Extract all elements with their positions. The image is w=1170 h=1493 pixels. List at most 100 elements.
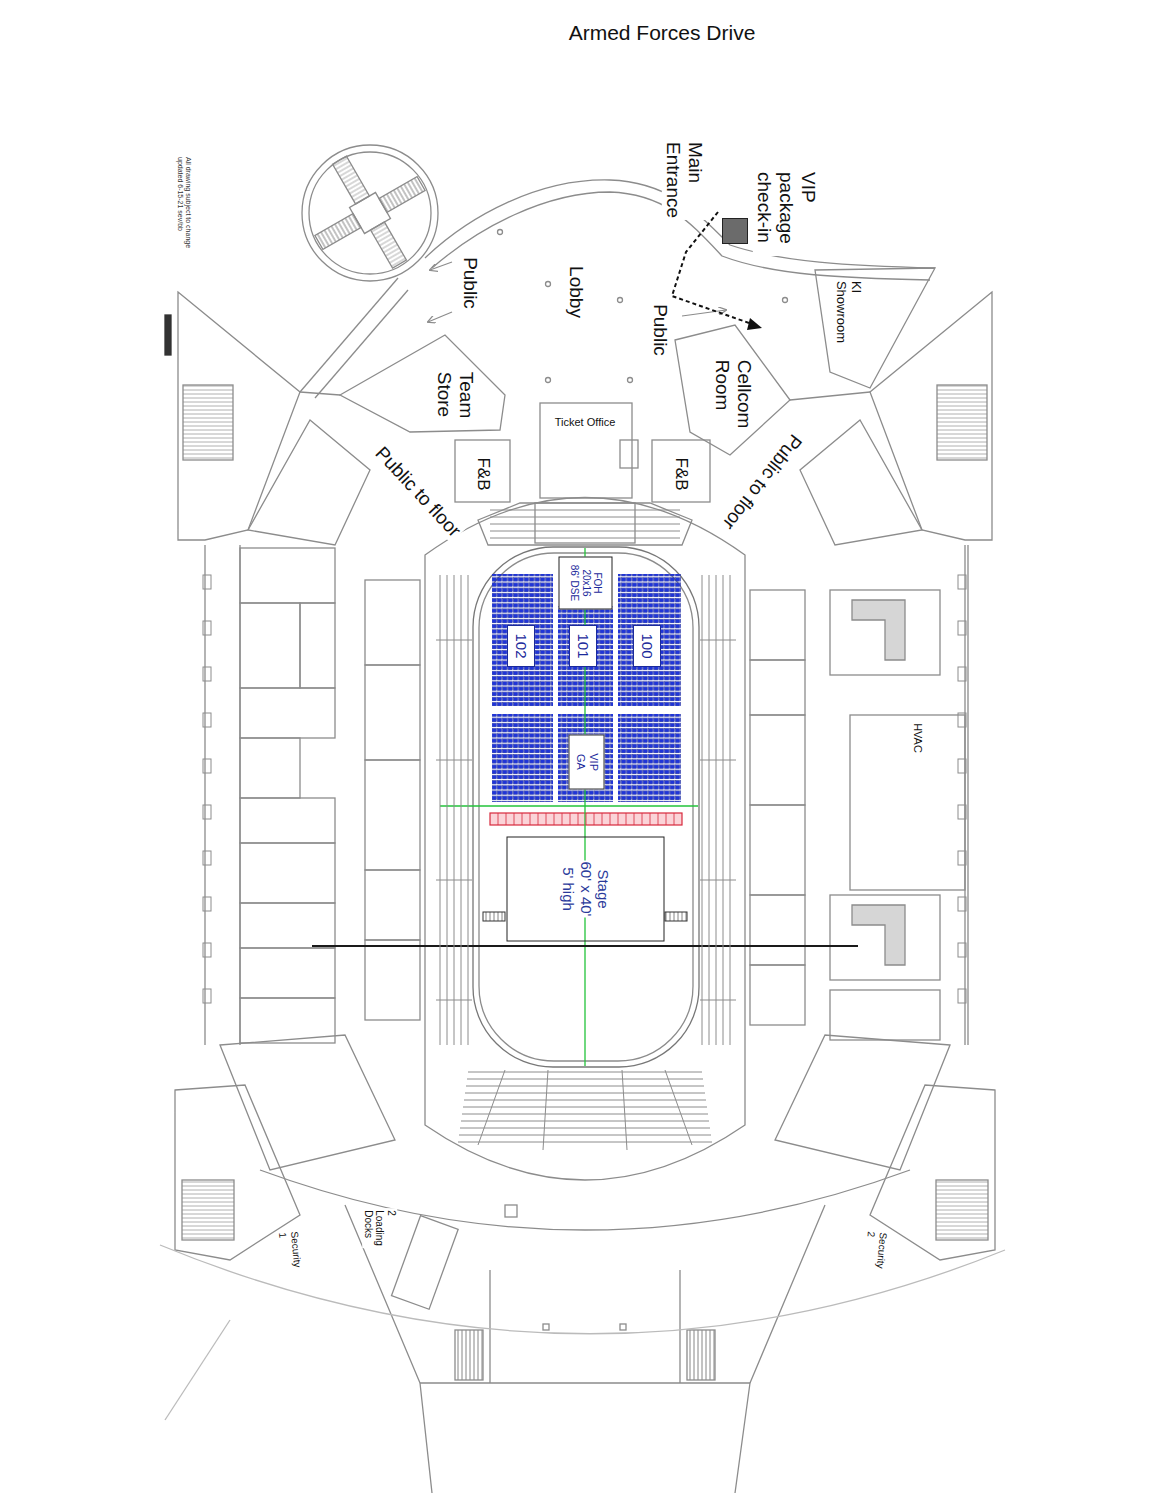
- seating-tier-lines: [716, 575, 717, 1045]
- lobby-wall: [790, 392, 870, 400]
- wall-window: [203, 805, 211, 819]
- barricade-segment: [546, 813, 547, 825]
- lobby-wall: [315, 290, 408, 398]
- seating-tier-lines: [468, 575, 469, 1045]
- building-wall: [750, 715, 805, 805]
- seating-tier-lines: [436, 880, 472, 881]
- wall-window: [203, 989, 211, 1003]
- wall-window: [958, 897, 966, 911]
- security-label: Security 1: [277, 1229, 303, 1271]
- seating-tier-lines: [466, 1086, 704, 1087]
- seating-tier-lines: [436, 1000, 472, 1001]
- building-wall: [240, 843, 335, 903]
- revision-note: All drawing subject to change updated 6-…: [176, 155, 192, 271]
- room-label: F&B: [473, 455, 493, 492]
- section-box: 100: [633, 625, 661, 667]
- building-wall: [220, 1035, 395, 1170]
- seating-tier-lines: [709, 575, 710, 1045]
- building-wall: [240, 903, 335, 948]
- wall-window: [958, 943, 966, 957]
- barricade-segment: [514, 813, 515, 825]
- seating-tier-lines: [700, 760, 736, 761]
- barricade-segment: [506, 813, 507, 825]
- building-wall: [620, 1324, 626, 1330]
- barricade-segment: [586, 813, 587, 825]
- seating-block: [492, 714, 553, 802]
- building-wall: [870, 292, 992, 540]
- building-wall: [750, 590, 805, 660]
- wall-window: [203, 759, 211, 773]
- building-wall: [750, 805, 805, 895]
- building-wall: [182, 1180, 234, 1240]
- area-label: Lobby: [565, 264, 587, 320]
- lobby-wall: [783, 298, 788, 303]
- barricade: [490, 813, 682, 825]
- building-wall: [260, 1170, 910, 1230]
- vip-ga-box: VIP GA: [568, 735, 604, 790]
- building-wall: [300, 603, 335, 688]
- seating-block: [618, 574, 681, 706]
- seating-tier-lines: [436, 760, 472, 761]
- seating-tier-lines: [460, 1128, 710, 1129]
- lobby-wall: [300, 278, 398, 392]
- node-text: VIP package check-in: [753, 170, 819, 256]
- building-wall: [240, 688, 335, 738]
- seating-tier-lines: [464, 1100, 706, 1101]
- building-wall: [852, 905, 905, 965]
- wall-window: [203, 575, 966, 1003]
- lobby-wall: [628, 378, 633, 383]
- seating-tier-lines: [461, 575, 462, 1045]
- security-label: Security 2: [863, 1229, 889, 1271]
- center-line: [440, 805, 698, 806]
- stage-stairs: [665, 912, 687, 921]
- lobby-wall: [340, 335, 505, 432]
- node-text: 86' DSE: [568, 564, 580, 602]
- building-wall: [775, 1035, 950, 1170]
- building-wall: [240, 548, 335, 603]
- wall-window: [958, 759, 966, 773]
- building-wall: [248, 420, 370, 545]
- center-line: [312, 548, 858, 1066]
- seating-tier-lines: [622, 1070, 627, 1150]
- seating-tier-lines: [454, 575, 455, 1045]
- seating-tier-lines: [461, 1121, 709, 1122]
- barricade-segment: [538, 813, 539, 825]
- building-wall: [345, 1205, 825, 1383]
- wall-window: [203, 667, 211, 681]
- building-wall: [687, 1330, 715, 1380]
- vip-route: [672, 212, 752, 324]
- seating-tier-lines: [462, 1114, 708, 1115]
- barricade-segment: [594, 813, 595, 825]
- lobby-wall: [371, 222, 407, 268]
- barricade: [490, 813, 682, 825]
- seating-tier-lines: [490, 517, 680, 518]
- building-wall: [365, 940, 420, 1020]
- lobby-wall: [498, 230, 503, 235]
- barricade-segment: [610, 813, 611, 825]
- street-name: Armed Forces Drive: [567, 21, 758, 45]
- access-label: Public: [459, 255, 481, 311]
- building-wall: [830, 590, 940, 675]
- barricade-segment: [498, 813, 674, 825]
- building-wall: [178, 292, 300, 540]
- seating-tier-lines: [543, 1070, 548, 1150]
- seating-tier-lines: [463, 1107, 707, 1108]
- building-wall: [478, 503, 692, 545]
- seating-tier-lines: [702, 575, 703, 1045]
- barricade-segment: [658, 813, 659, 825]
- barricade-segment: [618, 813, 619, 825]
- wall-window: [203, 713, 211, 727]
- barricade-segment: [674, 813, 675, 825]
- building-wall: [750, 660, 805, 715]
- barricade-segment: [562, 813, 563, 825]
- room-label: Cellcom Room: [711, 358, 755, 431]
- building-wall: [365, 760, 420, 870]
- barricade-segment: [578, 813, 579, 825]
- building-wall: [365, 665, 420, 760]
- building-wall: [535, 503, 635, 543]
- building-wall: [936, 1180, 988, 1240]
- stage-box: Stage60' x 40'5' high: [506, 837, 664, 942]
- barricade-segment: [530, 813, 531, 825]
- building-wall: [365, 870, 420, 940]
